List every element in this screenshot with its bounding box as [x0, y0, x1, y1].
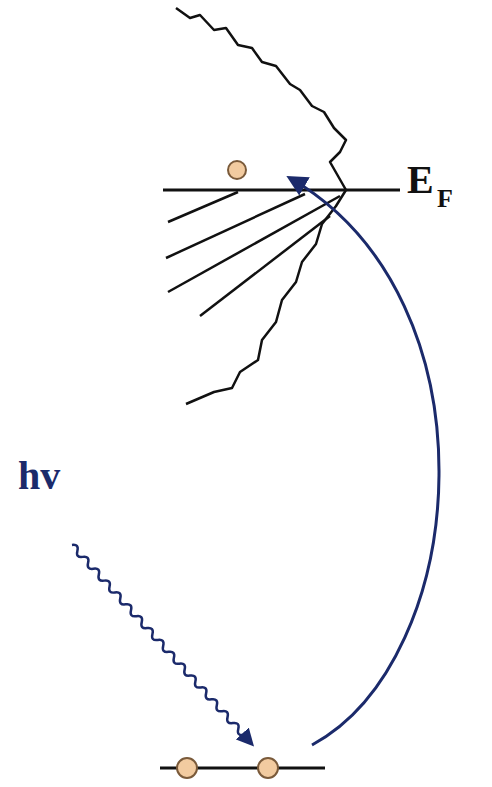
photon-energy-label: hv	[18, 456, 60, 496]
excitation-arrow	[290, 178, 439, 745]
fermi-subscript: F	[437, 186, 453, 212]
core-electron	[177, 758, 197, 778]
occupied-states-hatching	[166, 192, 340, 316]
fermi-level-line	[163, 189, 400, 192]
photon-arrow	[70, 543, 254, 746]
emitted-electron	[228, 161, 246, 179]
core-electron	[258, 758, 278, 778]
energy-symbol: E	[407, 160, 434, 200]
